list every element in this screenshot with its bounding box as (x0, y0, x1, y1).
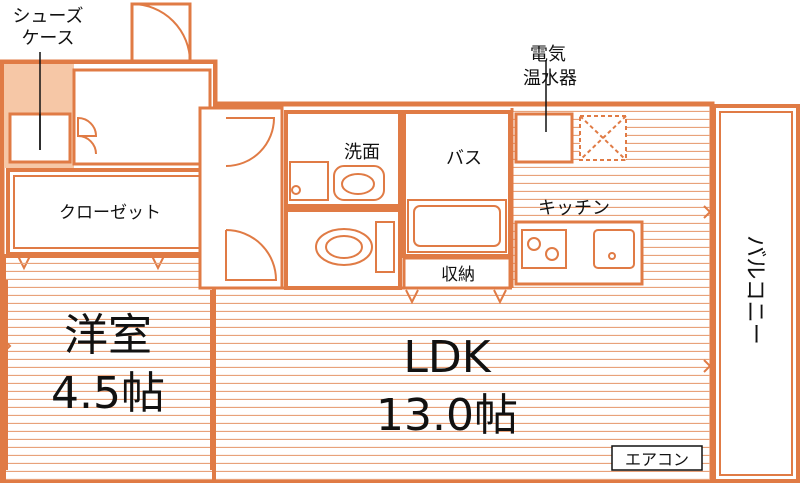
shoe-case-label-1: シューズ (12, 6, 83, 27)
ldk-label-1: LDK (403, 332, 491, 383)
kitchen-label: キッチン (538, 198, 610, 219)
water-heater (514, 60, 627, 164)
western-room (2, 254, 216, 483)
stove (521, 229, 567, 269)
sink (593, 229, 635, 269)
storage (402, 256, 512, 290)
toilet-room (284, 208, 402, 290)
front-door[interactable] (130, 2, 192, 63)
water-heater-label-1: 電気 (530, 44, 566, 65)
closet-label: クローゼット (59, 203, 161, 223)
air-conditioner-label: エアコン (625, 450, 689, 469)
hallway (198, 106, 284, 290)
western-room-label-2: 4.5帖 (51, 368, 165, 419)
bathtub (407, 199, 507, 253)
toilet-icon (315, 228, 373, 266)
bathroom (402, 110, 512, 258)
shoe-case-label-2: ケース (21, 28, 74, 49)
storage-label: 収納 (441, 265, 475, 285)
window-marks (3, 205, 712, 373)
bath-label: バス (446, 148, 482, 169)
shoe-case (8, 52, 98, 164)
balcony-label: バルコニー (742, 235, 767, 345)
air-conditioner (611, 445, 703, 471)
water-heater-label-2: 温水器 (523, 68, 577, 89)
western-room-label-1: 洋室 (64, 310, 152, 361)
balcony-area (712, 104, 800, 483)
kitchen-counter (514, 220, 644, 286)
washroom (284, 110, 417, 208)
ldk-label-2: 13.0帖 (376, 390, 518, 441)
washroom-label: 洗面 (344, 142, 380, 163)
